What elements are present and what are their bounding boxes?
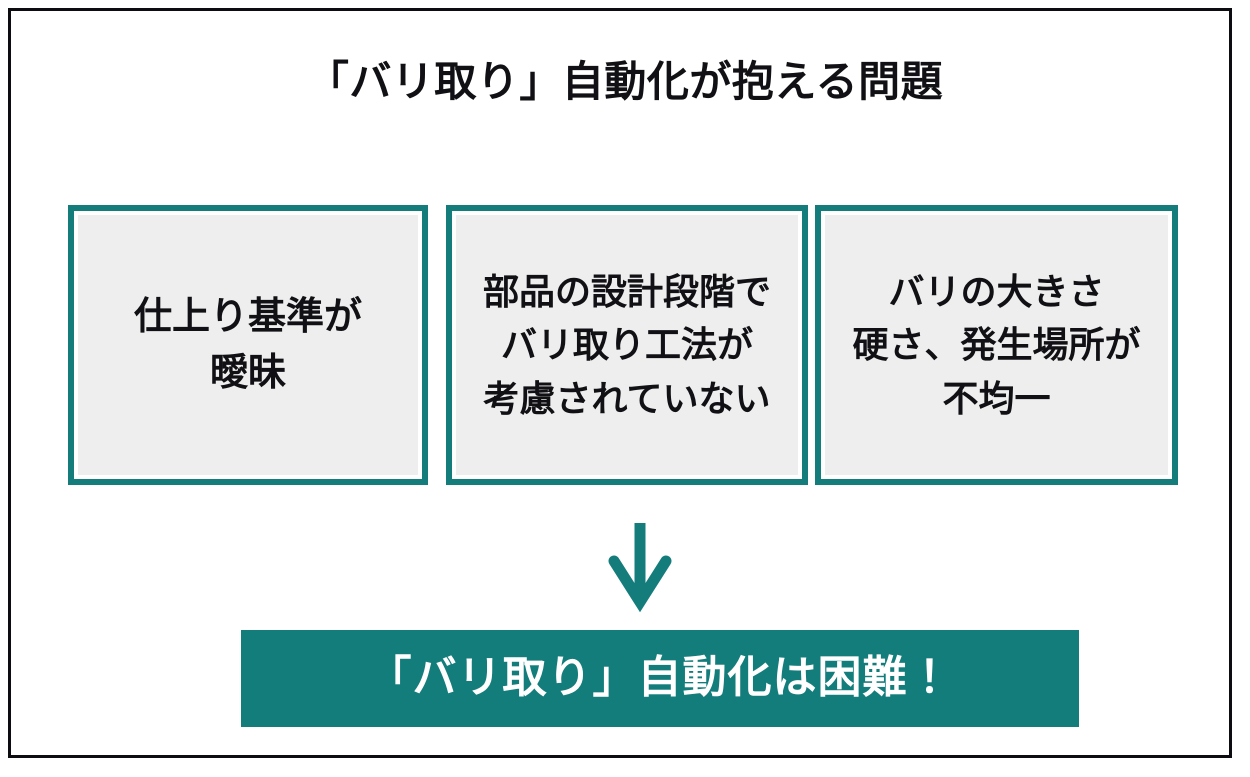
problem-box-design-stage: 部品の設計段階で バリ取り工法が 考慮されていない	[446, 205, 808, 485]
conclusion-text: 「バリ取り」自動化は困難！	[367, 653, 953, 703]
problem-box-burr-variation: バリの大きさ 硬さ、発生場所が 不均一	[815, 205, 1178, 485]
problem-text-line: 部品の設計段階で	[482, 271, 771, 313]
down-arrow-icon	[595, 515, 685, 615]
problem-text-line: 仕上り基準が	[133, 295, 362, 338]
problem-text-line: バリの大きさ	[888, 271, 1105, 313]
problem-text-line: バリ取り工法が	[500, 324, 753, 366]
problem-box-finish-standard: 仕上り基準が 曖昧	[68, 205, 428, 485]
page-title: 「バリ取り」自動化が抱える問題	[306, 58, 944, 105]
conclusion-banner: 「バリ取り」自動化は困難！	[241, 630, 1079, 727]
problem-text-line: 不均一	[942, 377, 1051, 419]
problem-box-inner: 部品の設計段階で バリ取り工法が 考慮されていない	[456, 215, 798, 475]
problem-box-inner: 仕上り基準が 曖昧	[78, 215, 418, 475]
problem-text-line: 考慮されていない	[483, 377, 771, 419]
problem-box-row: 仕上り基準が 曖昧 部品の設計段階で バリ取り工法が 考慮されていない バリの大…	[68, 205, 1178, 485]
problem-box-inner: バリの大きさ 硬さ、発生場所が 不均一	[825, 215, 1168, 475]
problem-text-line: 曖昧	[209, 352, 286, 394]
problem-text-line: 硬さ、発生場所が	[852, 324, 1141, 366]
